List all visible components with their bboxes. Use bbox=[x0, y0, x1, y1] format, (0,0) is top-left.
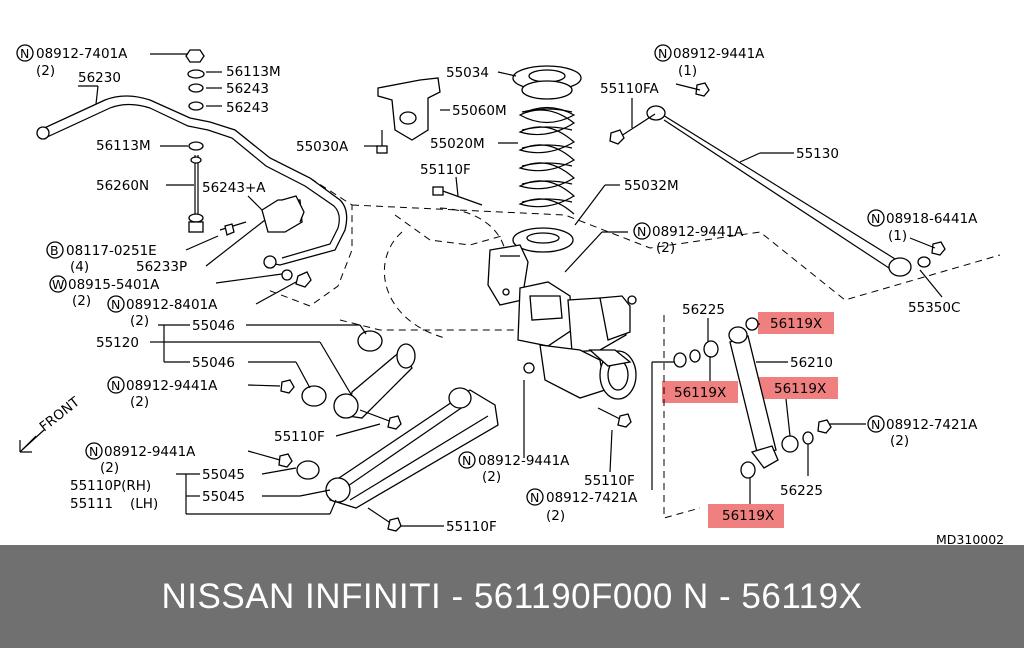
label-qty: (2) bbox=[546, 508, 565, 524]
label-55045: 55045 bbox=[202, 489, 245, 505]
label-08912-9441a: 08912-9441A bbox=[652, 224, 744, 240]
label-08912-8401a: 08912-8401A bbox=[126, 297, 218, 313]
prefix-n-icon: N bbox=[871, 417, 880, 432]
prefix-b-icon: B bbox=[50, 243, 59, 258]
label-55110f: 55110F bbox=[446, 519, 497, 535]
prefix-n-icon: N bbox=[658, 46, 667, 61]
label-55120: 55120 bbox=[96, 335, 139, 351]
prefix-n-icon: N bbox=[111, 297, 120, 312]
label-qty: (1) bbox=[888, 228, 907, 244]
label-qty: (2) bbox=[72, 293, 91, 309]
label-08912-7421a: 08912-7421A bbox=[886, 417, 978, 433]
shock-absorber bbox=[673, 317, 832, 479]
reference-code: MD310002 bbox=[936, 532, 1004, 545]
highlight-56119x-1 bbox=[758, 312, 834, 334]
label-08912-9441a: 08912-9441A bbox=[104, 444, 196, 460]
label-55350c: 55350C bbox=[908, 300, 960, 316]
label-08912-7401a: 08912-7401A bbox=[36, 46, 128, 62]
label-55110f: 55110F bbox=[274, 429, 325, 445]
label-56119x: 56119X bbox=[774, 381, 826, 397]
parts-diagram: FRONT N B W N N N N N N N N N 08912-7401… bbox=[16, 44, 1004, 545]
lateral-rod bbox=[609, 82, 946, 277]
label-08912-9441a: 08912-9441A bbox=[478, 453, 570, 469]
label-56243: 56243 bbox=[226, 100, 269, 116]
caption-banner: NISSAN INFINITI - 561190F000 N - 56119X bbox=[0, 545, 1024, 648]
label-qty: (2) bbox=[130, 313, 149, 329]
label-56119x: 56119X bbox=[770, 316, 822, 332]
label-qty: (2) bbox=[482, 469, 501, 485]
bump-bracket bbox=[376, 77, 483, 206]
label-qty: (2) bbox=[890, 433, 909, 449]
label-56119x: 56119X bbox=[674, 385, 726, 401]
label-08912-9441a: 08912-9441A bbox=[126, 378, 218, 394]
label-55110f: 55110F bbox=[420, 162, 471, 178]
prefix-n-icon: N bbox=[871, 211, 880, 226]
label-qty: (2) bbox=[100, 460, 119, 476]
label-55030a: 55030A bbox=[296, 139, 349, 155]
label-55110fa: 55110FA bbox=[600, 81, 659, 97]
prefix-n-icon: N bbox=[462, 453, 471, 468]
part-labels: 08912-7401A (2) 56230 56113M 56243 56243… bbox=[36, 46, 1004, 545]
label-55130: 55130 bbox=[796, 146, 839, 162]
label-55045: 55045 bbox=[202, 467, 245, 483]
label-56243: 56243 bbox=[226, 81, 269, 97]
label-56225: 56225 bbox=[780, 483, 823, 499]
leader-lines bbox=[78, 53, 943, 527]
label-08915-5401a: 08915-5401A bbox=[68, 277, 160, 293]
label-55032m: 55032M bbox=[624, 178, 679, 194]
label-qty: (2) bbox=[36, 63, 55, 79]
label-56113m: 56113M bbox=[96, 138, 151, 154]
caption-text: NISSAN INFINITI - 561190F000 N - 56119X bbox=[161, 577, 863, 616]
prefix-n-icon: N bbox=[530, 490, 539, 505]
label-55110f: 55110F bbox=[584, 473, 635, 489]
label-55110p-rh: 55110P(RH) bbox=[70, 478, 151, 494]
coil-spring bbox=[512, 65, 582, 253]
label-08117-0251e: 08117-0251E bbox=[66, 243, 157, 259]
front-label: FRONT bbox=[37, 394, 84, 435]
prefix-w-icon: W bbox=[52, 277, 64, 292]
label-56230: 56230 bbox=[78, 70, 121, 86]
highlight-56119x-2 bbox=[662, 381, 738, 403]
label-lh: (LH) bbox=[130, 496, 158, 512]
label-56113m: 56113M bbox=[226, 64, 281, 80]
highlight-56119x-4 bbox=[708, 504, 784, 528]
label-55046: 55046 bbox=[192, 355, 235, 371]
front-arrow: FRONT bbox=[19, 394, 84, 453]
label-qty: (2) bbox=[656, 240, 675, 256]
label-08912-7421a: 08912-7421A bbox=[546, 490, 638, 506]
axle-housing bbox=[487, 244, 637, 400]
label-qty: (1) bbox=[678, 63, 697, 79]
label-55111: 55111 bbox=[70, 496, 113, 512]
label-56243-a: 56243+A bbox=[202, 180, 266, 196]
lower-link bbox=[278, 362, 632, 532]
stabilizer-hardware bbox=[185, 49, 312, 288]
label-qty: (2) bbox=[130, 394, 149, 410]
label-08918-6441a: 08918-6441A bbox=[886, 211, 978, 227]
label-55034: 55034 bbox=[446, 65, 489, 81]
label-08912-9441a: 08912-9441A bbox=[673, 46, 765, 62]
label-56225: 56225 bbox=[682, 302, 725, 318]
label-56119x: 56119X bbox=[722, 508, 774, 524]
upper-link bbox=[280, 330, 416, 430]
label-56260n: 56260N bbox=[96, 178, 149, 194]
prefix-n-icon: N bbox=[111, 378, 120, 393]
label-55060m: 55060M bbox=[452, 103, 507, 119]
label-55046: 55046 bbox=[192, 318, 235, 334]
highlight-56119x-3 bbox=[758, 377, 838, 399]
body-outline bbox=[267, 177, 1001, 519]
label-56210: 56210 bbox=[790, 355, 833, 371]
prefix-n-icon: N bbox=[89, 444, 98, 459]
label-56233p: 56233P bbox=[136, 259, 187, 275]
label-qty: (4) bbox=[70, 259, 89, 275]
prefix-n-icon: N bbox=[20, 46, 29, 61]
prefix-markers: N B W N N N N N N N N N bbox=[16, 44, 885, 506]
prefix-n-icon: N bbox=[637, 224, 646, 239]
label-55020m: 55020M bbox=[430, 136, 485, 152]
